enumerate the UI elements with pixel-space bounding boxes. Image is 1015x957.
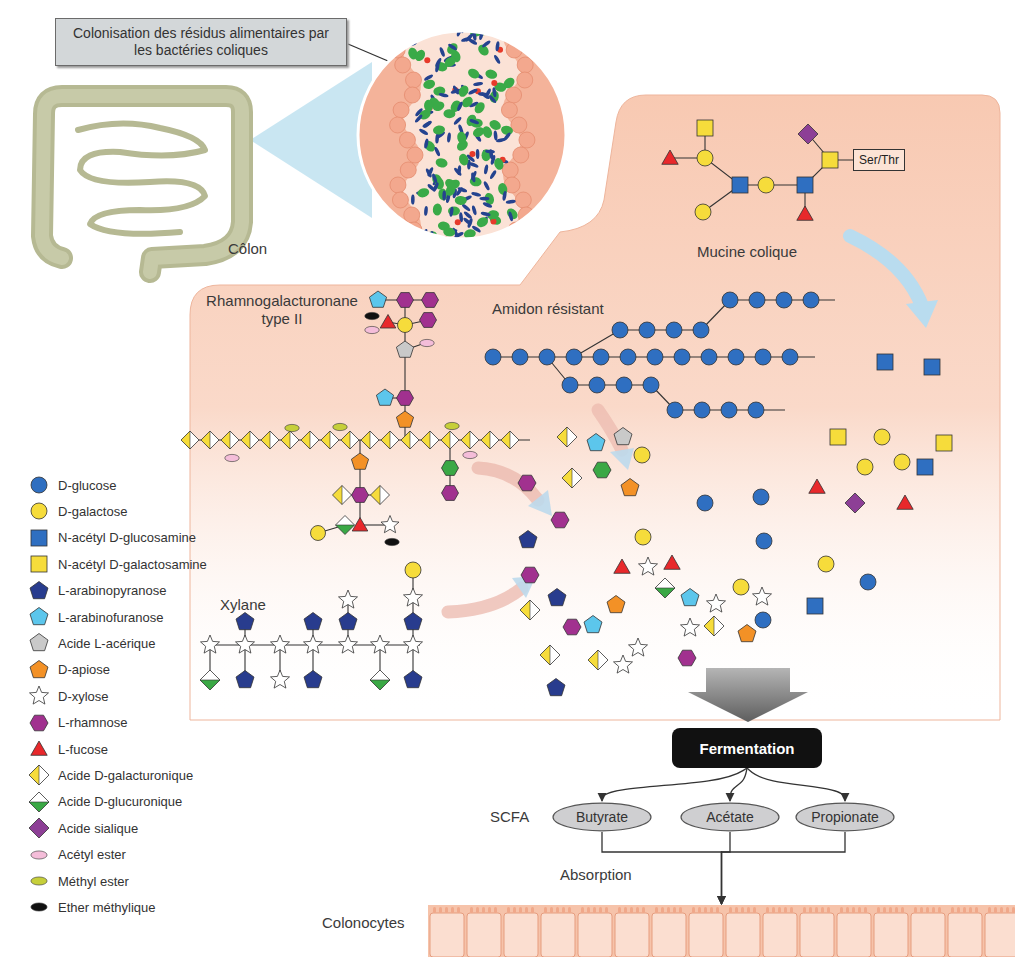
legend-text: D-apiose: [58, 662, 110, 677]
absorption-connector: [722, 832, 846, 904]
organ-label: Côlon: [228, 240, 267, 258]
legend-entry: L-rhamnose: [28, 712, 127, 734]
scfa-oval: Butyrate: [552, 802, 652, 832]
legend-text: Acétyl ester: [58, 847, 126, 862]
band-label: Colonocytes: [322, 914, 405, 931]
legend-text: L-arabinofuranose: [58, 610, 164, 625]
bacteria-zoom: [389, 12, 535, 254]
legend-text: Ether méthylique: [58, 900, 156, 915]
legend-swatch: [28, 527, 50, 549]
legend-swatch: [28, 553, 50, 575]
legend-entry: Acide D-glucuronique: [28, 791, 182, 813]
glycan-structures: [181, 120, 952, 696]
fermentation-arrow: [688, 668, 808, 722]
node-text: Ser/Thr: [859, 153, 899, 167]
legend-swatch: [28, 844, 50, 866]
legend-text: Acide L-acérique: [58, 636, 156, 651]
legend-text: L-fucose: [58, 742, 108, 757]
legend-swatch: [28, 474, 50, 496]
legend-swatch: [28, 817, 50, 839]
legend-entry: L-arabinopyranose: [28, 580, 166, 602]
absorption-connector: [722, 832, 731, 904]
legend-swatch: [28, 791, 50, 813]
legend-text: D-xylose: [58, 689, 109, 704]
legend-entry: Acide D-galacturonique: [28, 764, 193, 786]
node-text: Butyrate: [576, 809, 628, 825]
structure-label: Rhamnogalacturonane type II: [198, 292, 366, 328]
legend-entry: N-acétyl D-glucosamine: [28, 527, 196, 549]
colon-organ: [42, 96, 242, 272]
legend-entry: D-glucose: [28, 474, 117, 496]
node-text: Colonisation des résidus alimentaires pa…: [64, 25, 338, 60]
legend-swatch: [28, 685, 50, 707]
legend-swatch: [28, 870, 50, 892]
scfa-oval: Propionate: [795, 802, 895, 832]
zoom-cone: [250, 62, 372, 218]
scfa-oval: Acétate: [680, 802, 780, 832]
legend-swatch: [28, 896, 50, 918]
fermentation-arrow: [602, 768, 747, 801]
zoom-circle-border: [358, 31, 566, 239]
legend-text: N-acétyl D-galactosamine: [58, 557, 207, 572]
legend-entry: N-acétyl D-galactosamine: [28, 553, 207, 575]
legend-entry: L-arabinofuranose: [28, 606, 164, 628]
fermentation-arrow: [747, 768, 845, 801]
legend-text: L-rhamnose: [58, 715, 127, 730]
flow-arrows: [448, 236, 938, 612]
legend-swatch: [28, 606, 50, 628]
structure-label: Mucine colique: [697, 243, 797, 261]
legend-entry: Ether méthylique: [28, 896, 156, 918]
legend-entry: Acide L-acérique: [28, 632, 156, 654]
legend-entry: D-xylose: [28, 685, 109, 707]
legend-swatch: [28, 712, 50, 734]
colonocyte-cells: [428, 905, 1015, 957]
node-text: Fermentation: [699, 740, 794, 757]
legend-entry: Acétyl ester: [28, 844, 126, 866]
legend-text: Acide sialique: [58, 821, 138, 836]
legend-entry: Acide sialique: [28, 817, 138, 839]
structure-label: Xylane: [220, 596, 266, 614]
residue-box: Ser/Thr: [853, 149, 905, 171]
colonocyte-band: Colonocytes: [428, 905, 1015, 957]
callout-box: Colonisation des résidus alimentaires pa…: [55, 18, 347, 66]
legend-entry: L-fucose: [28, 738, 108, 760]
legend-swatch: [28, 632, 50, 654]
legend-text: Méthyl ester: [58, 874, 129, 889]
node-text: Propionate: [811, 809, 879, 825]
legend-text: D-glucose: [58, 478, 117, 493]
legend-text: L-arabinopyranose: [58, 583, 166, 598]
peach-region: [190, 95, 1000, 720]
legend-text: D-galactose: [58, 504, 127, 519]
legend-swatch: [28, 738, 50, 760]
legend-swatch: [28, 659, 50, 681]
legend-swatch: [28, 500, 50, 522]
structure-label: Amidon résistant: [492, 300, 604, 318]
legend-swatch: [28, 764, 50, 786]
fermentation-arrow: [730, 768, 747, 801]
group-label: SCFA: [490, 808, 529, 826]
legend-swatch: [28, 580, 50, 602]
legend-entry: D-apiose: [28, 659, 110, 681]
legend-text: Acide D-galacturonique: [58, 768, 193, 783]
legend-text: N-acétyl D-glucosamine: [58, 530, 196, 545]
process-label: Absorption: [560, 866, 632, 884]
legend-entry: Méthyl ester: [28, 870, 129, 892]
process-box: Fermentation: [672, 728, 822, 768]
legend-text: Acide D-glucuronique: [58, 794, 182, 809]
node-text: Acétate: [706, 809, 753, 825]
legend-entry: D-galactose: [28, 500, 127, 522]
